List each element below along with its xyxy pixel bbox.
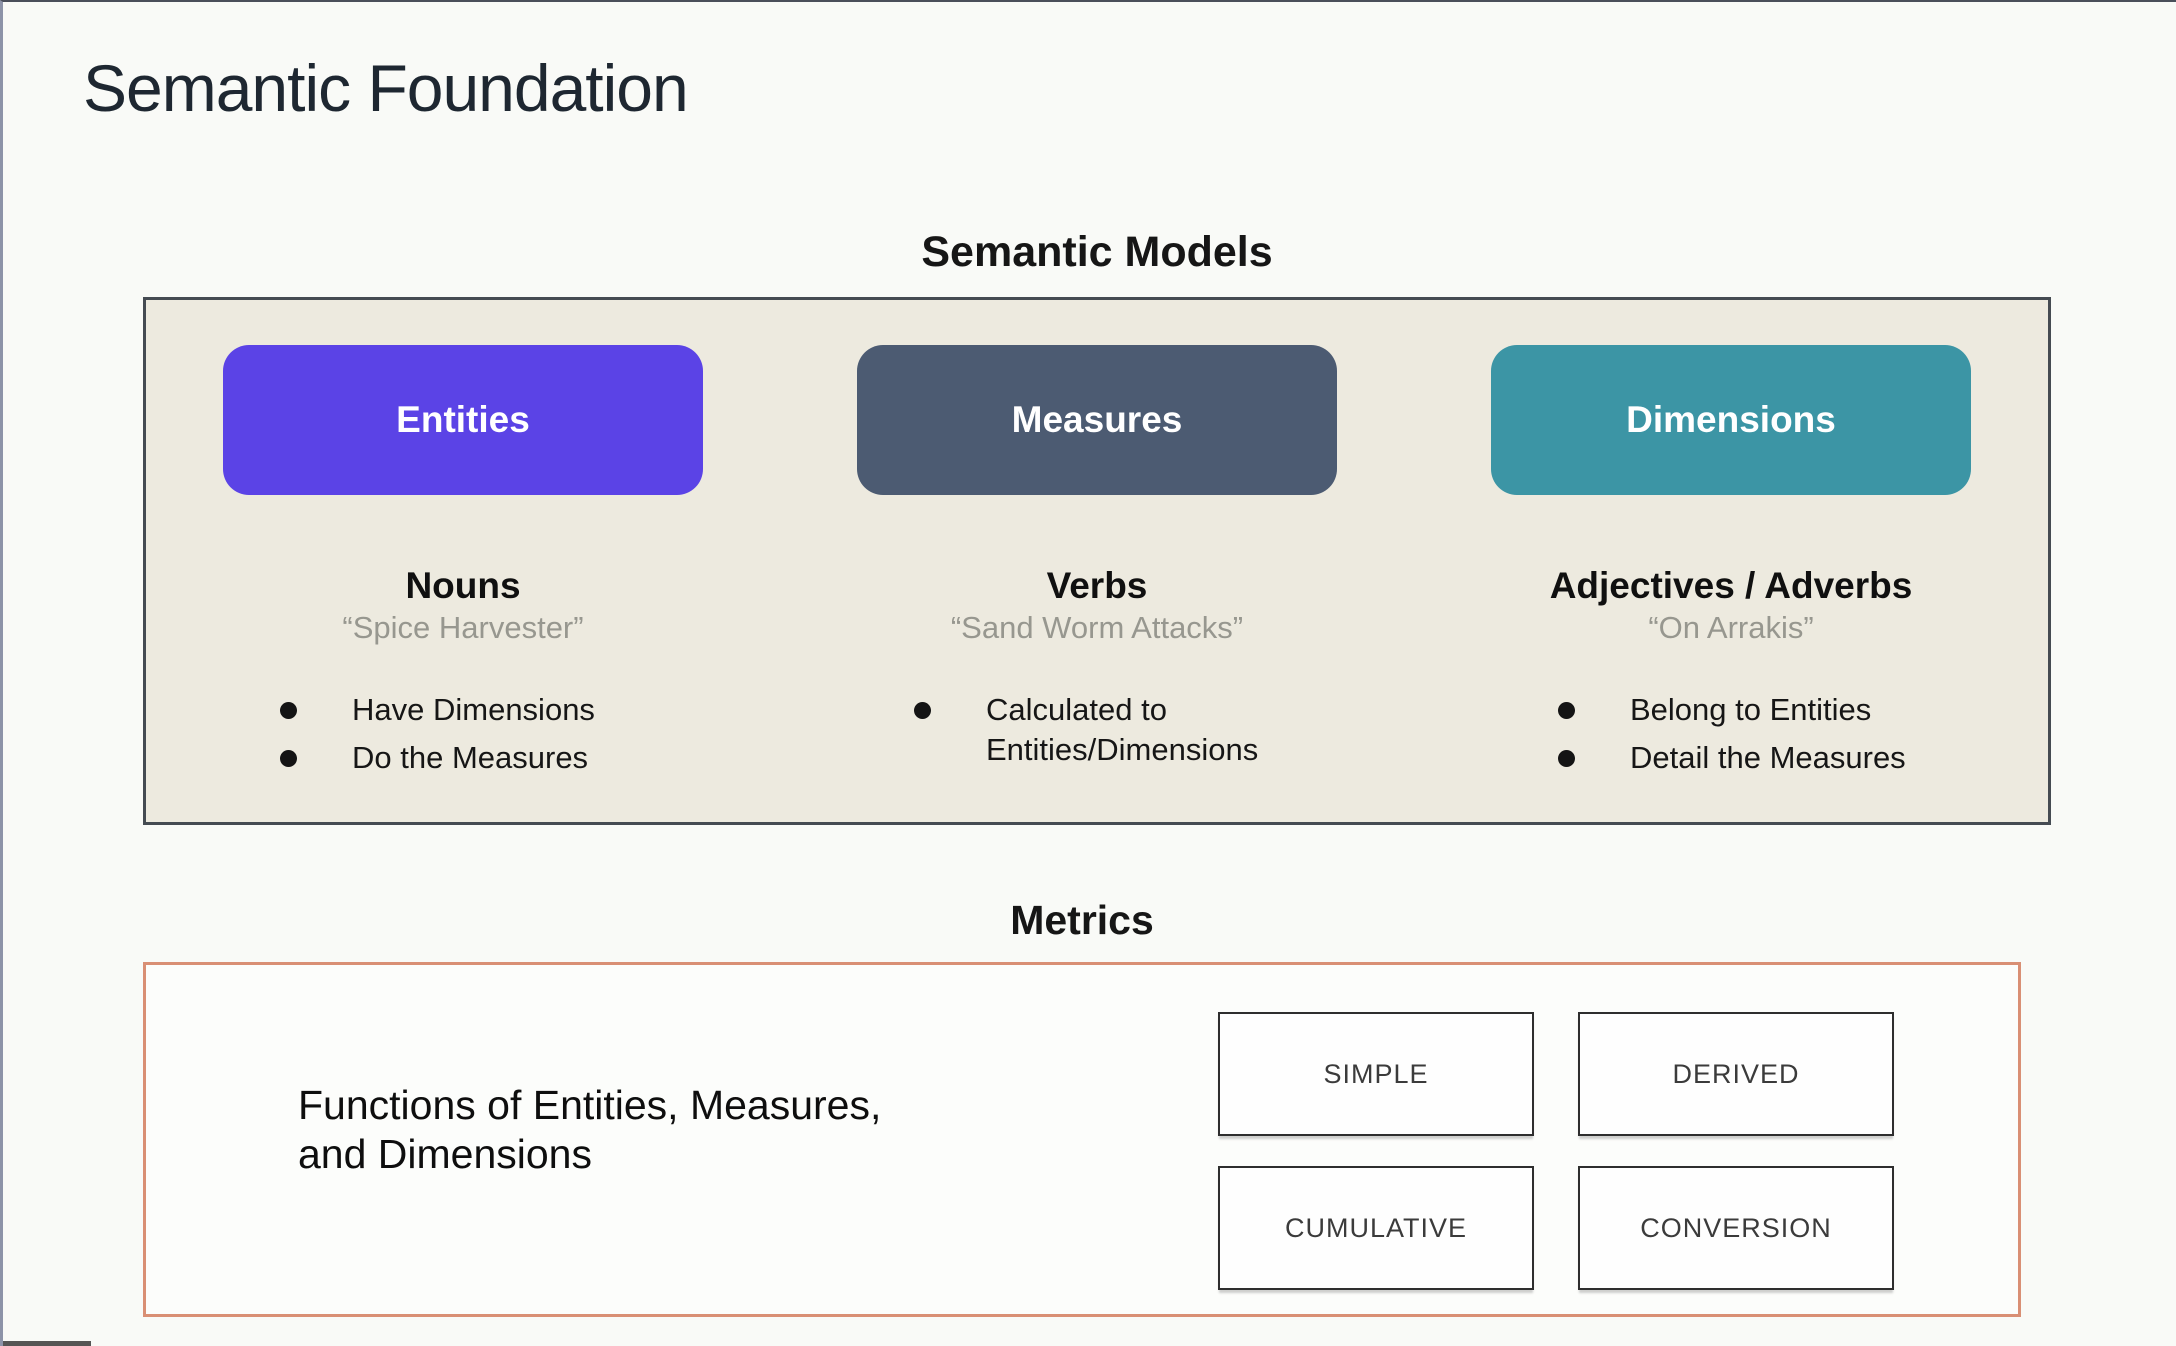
entities-column: Entities Nouns “Spice Harvester” Have Di… [146, 345, 780, 822]
bullet-item: Do the Measures [274, 738, 780, 778]
entities-quote: “Spice Harvester” [342, 610, 584, 645]
dimensions-bullet-list: Belong to Entities Detail the Measures [1414, 690, 2048, 779]
measures-bullet-list: Calculated to Entities/Dimensions [780, 690, 1414, 771]
metric-box-cumulative[interactable]: CUMULATIVE [1218, 1166, 1534, 1290]
metrics-description-line1: Functions of Entities, Measures, [298, 1082, 882, 1128]
metrics-panel: Functions of Entities, Measures, and Dim… [143, 962, 2021, 1317]
metric-box-derived[interactable]: DERIVED [1578, 1012, 1894, 1136]
metrics-section: Metrics Functions of Entities, Measures,… [143, 897, 2021, 1317]
metrics-description: Functions of Entities, Measures, and Dim… [298, 1081, 881, 1179]
bullet-item: Belong to Entities [1552, 690, 2048, 730]
semantic-models-section: Semantic Models Entities Nouns “Spice Ha… [143, 228, 2051, 825]
bullet-item: Detail the Measures [1552, 738, 2048, 778]
metrics-description-line2: and Dimensions [298, 1131, 592, 1178]
dimensions-quote: “On Arrakis” [1648, 610, 1814, 645]
metric-box-simple[interactable]: SIMPLE [1218, 1012, 1534, 1136]
dimensions-heading: Adjectives / Adverbs [1549, 565, 1913, 606]
bullet-item: Calculated to Entities/Dimensions [908, 690, 1328, 771]
metric-box-conversion[interactable]: CONVERSION [1578, 1166, 1894, 1290]
entities-button[interactable]: Entities [223, 345, 703, 495]
measures-quote: “Sand Worm Attacks” [950, 610, 1244, 645]
dimensions-button[interactable]: Dimensions [1491, 345, 1971, 495]
measures-heading: Verbs [1046, 565, 1148, 606]
page-title: Semantic Foundation [83, 51, 689, 125]
entities-bullet-list: Have Dimensions Do the Measures [146, 690, 780, 779]
measures-button[interactable]: Measures [857, 345, 1337, 495]
semantic-models-heading: Semantic Models [921, 228, 1273, 276]
screen-edge-artifact [3, 1341, 91, 1346]
metrics-grid: SIMPLE DERIVED CUMULATIVE CONVERSION [1218, 1012, 1894, 1290]
metrics-heading: Metrics [1010, 897, 1154, 943]
measures-column: Measures Verbs “Sand Worm Attacks” Calcu… [780, 345, 1414, 822]
dimensions-column: Dimensions Adjectives / Adverbs “On Arra… [1414, 345, 2048, 822]
semantic-models-panel: Entities Nouns “Spice Harvester” Have Di… [143, 297, 2051, 825]
entities-heading: Nouns [405, 565, 521, 606]
bullet-item: Have Dimensions [274, 690, 780, 730]
